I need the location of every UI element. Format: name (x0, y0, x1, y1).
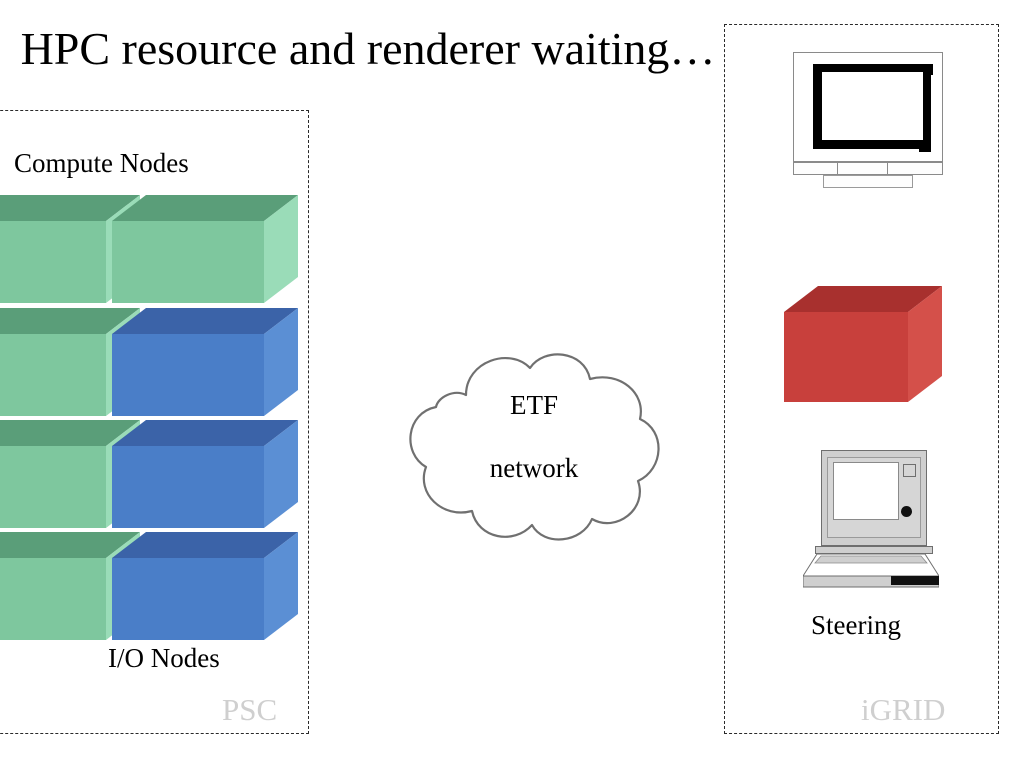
compute-node-box (112, 195, 298, 308)
igrid-panel (724, 24, 999, 734)
monitor-screen (822, 72, 923, 140)
monitor-power-led (919, 147, 931, 152)
page-title: HPC resource and renderer waiting… (20, 23, 716, 74)
monitor-control-strip (793, 162, 943, 175)
cloud-label-line1: ETF (509, 390, 558, 420)
laptop-screen (833, 462, 899, 520)
laptop-icon (797, 450, 943, 600)
red-render-box-icon (784, 286, 942, 402)
laptop-hinge (815, 546, 933, 554)
monitor-bezel-tab (923, 64, 933, 75)
steering-label: Steering (811, 610, 901, 640)
monitor-stand (823, 175, 913, 188)
laptop-indicator-square (903, 464, 916, 477)
compute-nodes-label: Compute Nodes (14, 148, 189, 178)
io-nodes-label: I/O Nodes (108, 643, 220, 673)
laptop-indicator-dot (901, 506, 912, 517)
cloud-label-line2: network (489, 453, 579, 483)
laptop-front-bar (891, 576, 939, 585)
io-node-box (112, 308, 298, 421)
etf-network-cloud: ETF network (398, 335, 670, 550)
psc-panel (0, 110, 309, 734)
io-node-box (112, 420, 298, 533)
crt-monitor-icon (789, 52, 947, 188)
igrid-watermark: iGRID (861, 692, 946, 727)
psc-watermark: PSC (222, 692, 278, 727)
io-node-box (112, 532, 298, 645)
